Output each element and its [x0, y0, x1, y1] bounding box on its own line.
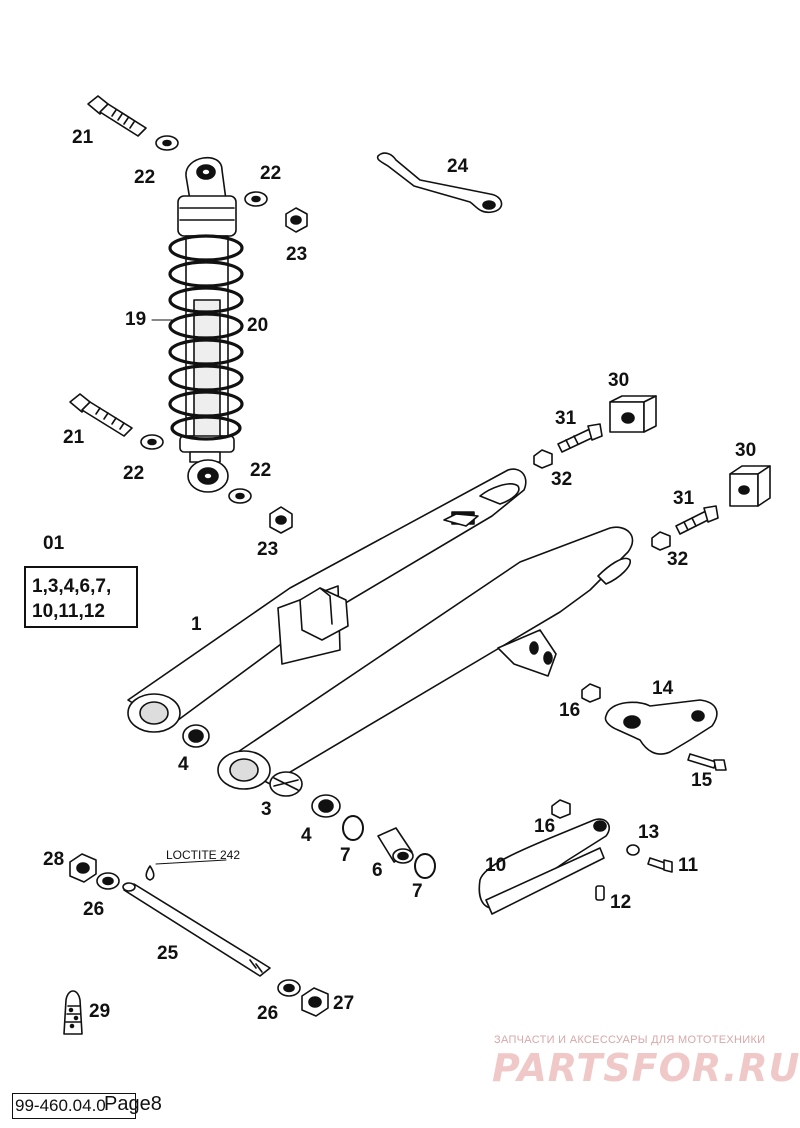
callout-23: 23 — [257, 539, 279, 560]
page-number: Page8 — [104, 1093, 162, 1115]
callout-30: 30 — [608, 370, 630, 391]
callout-26: 26 — [83, 899, 105, 920]
kit-contents-box: 1,3,4,6,7, 10,11,12 — [24, 566, 138, 628]
nut-27-part — [301, 987, 329, 1017]
axle-25-part — [122, 882, 271, 977]
document-code: 99-460.04.0 — [12, 1093, 136, 1119]
watermark-caption: ЗАПЧАСТИ И АКСЕССУАРЫ ДЛЯ МОТОТЕХНИКИ — [494, 1034, 766, 1046]
kit-contents-line: 1,3,4,6,7, — [32, 576, 112, 597]
bolt-21-lower-part — [69, 393, 133, 437]
callout-01: 01 — [43, 533, 65, 554]
bolt-21-top-part — [87, 95, 147, 137]
bushing-4-part — [182, 724, 210, 748]
callout-22: 22 — [260, 163, 282, 184]
callout-16: 16 — [559, 700, 581, 721]
shock-absorber-19-part — [177, 156, 237, 493]
o-ring-7-part — [342, 815, 364, 841]
swingarm-1-part — [127, 468, 634, 790]
bolt-15-part — [687, 753, 727, 771]
callout-19: 19 — [125, 309, 147, 330]
callout-12: 12 — [610, 892, 632, 913]
screw-12-part — [595, 885, 605, 901]
callout-20: 20 — [247, 315, 269, 336]
kit-contents-line: 10,11,12 — [32, 601, 105, 622]
callout-7: 7 — [412, 881, 423, 902]
o-ring-7-part — [414, 853, 436, 879]
grease-29-part — [63, 990, 83, 1035]
watermark-logo: PARTSFOR.RU — [492, 1046, 800, 1090]
callout-10: 10 — [485, 855, 507, 876]
callout-1: 1 — [191, 614, 202, 635]
callout-31: 31 — [673, 488, 695, 509]
bracket-30-part — [609, 395, 657, 433]
callout-27: 27 — [333, 993, 355, 1014]
callout-29: 29 — [89, 1001, 111, 1022]
callout-32: 32 — [551, 469, 573, 490]
chain-guide-14-part — [604, 699, 718, 755]
screw-31-part — [557, 423, 603, 453]
screw-11-part — [647, 857, 673, 873]
washer-13-part — [626, 844, 640, 856]
loctite-drop-icon — [145, 865, 155, 881]
callout-13: 13 — [638, 822, 660, 843]
callout-22: 22 — [250, 460, 272, 481]
callout-23: 23 — [286, 244, 308, 265]
callout-22: 22 — [134, 167, 156, 188]
callout-24: 24 — [447, 156, 469, 177]
screw-31-part — [675, 505, 719, 535]
callout-22: 22 — [123, 463, 145, 484]
callout-32: 32 — [667, 549, 689, 570]
callout-3: 3 — [261, 799, 272, 820]
sleeve-6-part — [377, 827, 414, 864]
spanner-24-part — [376, 152, 503, 214]
nut-32-part — [651, 531, 671, 551]
callout-15: 15 — [691, 770, 713, 791]
chain-slider-10-part — [478, 818, 610, 915]
callout-28: 28 — [43, 849, 65, 870]
bearing-3-part — [269, 771, 303, 797]
callout-6: 6 — [372, 860, 383, 881]
callout-14: 14 — [652, 678, 674, 699]
spring-20-part — [168, 234, 244, 441]
bracket-30-part — [729, 465, 771, 507]
callout-16: 16 — [534, 816, 556, 837]
callout-31: 31 — [555, 408, 577, 429]
callout-7: 7 — [340, 845, 351, 866]
callout-11: 11 — [678, 855, 699, 876]
callout-4: 4 — [178, 754, 189, 775]
callout-4: 4 — [301, 825, 312, 846]
callout-21: 21 — [72, 127, 94, 148]
nut-16-part — [581, 683, 601, 703]
callout-25: 25 — [157, 943, 179, 964]
nut-28-part — [69, 853, 97, 883]
nut-32-part — [533, 449, 553, 469]
callout-21: 21 — [63, 427, 85, 448]
loctite-label: LOCTITE 242 — [166, 848, 241, 862]
callout-26: 26 — [257, 1003, 279, 1024]
callout-30: 30 — [735, 440, 757, 461]
nut-16-part — [551, 799, 571, 819]
bushing-4-part — [311, 794, 341, 818]
